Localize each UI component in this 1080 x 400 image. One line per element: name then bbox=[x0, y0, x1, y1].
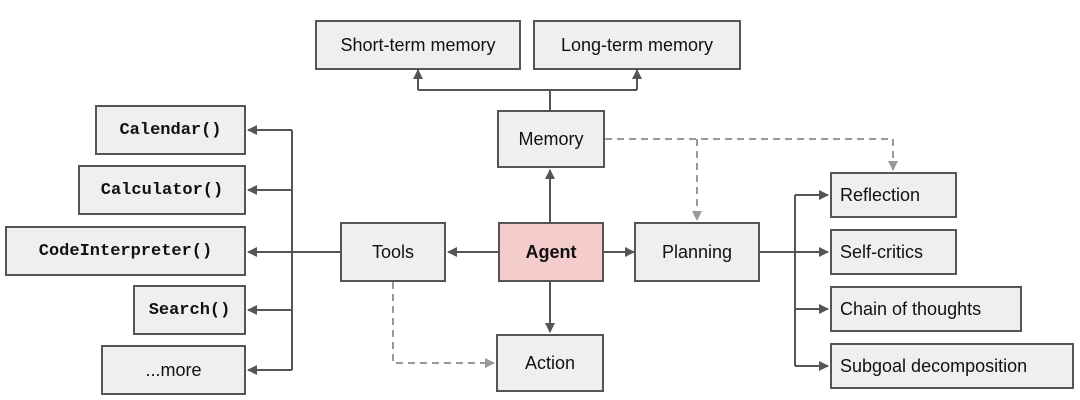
long-term-memory-node: Long-term memory bbox=[533, 20, 741, 70]
self-critics-label: Self-critics bbox=[840, 241, 924, 262]
planning-label: Planning bbox=[661, 241, 733, 262]
tool-search-label: Search() bbox=[148, 300, 231, 320]
tools-node: Tools bbox=[340, 222, 446, 282]
edge-memory-split bbox=[418, 89, 637, 110]
edge-tools-bus bbox=[291, 130, 340, 370]
tool-calendar-label: Calendar() bbox=[119, 120, 222, 140]
tool-codeinterpreter-node: CodeInterpreter() bbox=[5, 226, 246, 276]
edge-tools-action-dashed bbox=[392, 282, 495, 368]
short-term-memory-node: Short-term memory bbox=[315, 20, 521, 70]
memory-node: Memory bbox=[497, 110, 605, 168]
long-term-memory-label: Long-term memory bbox=[560, 34, 714, 55]
memory-label: Memory bbox=[518, 128, 584, 149]
tool-more-label: ...more bbox=[145, 359, 202, 380]
tool-calculator-label: Calculator() bbox=[100, 180, 224, 200]
planning-node: Planning bbox=[634, 222, 760, 282]
agent-node: Agent bbox=[498, 222, 604, 282]
subgoal-decomposition-node: Subgoal decomposition bbox=[830, 343, 1074, 389]
chain-of-thoughts-node: Chain of thoughts bbox=[830, 286, 1022, 332]
edge-planning-bus bbox=[760, 195, 796, 366]
self-critics-node: Self-critics bbox=[830, 229, 957, 275]
action-label: Action bbox=[524, 352, 576, 373]
chain-of-thoughts-label: Chain of thoughts bbox=[840, 298, 982, 319]
tools-label: Tools bbox=[371, 241, 415, 262]
reflection-label: Reflection bbox=[840, 184, 921, 205]
tool-more-node: ...more bbox=[101, 345, 246, 395]
tool-codeinterpreter-label: CodeInterpreter() bbox=[38, 241, 213, 261]
action-node: Action bbox=[496, 334, 604, 392]
agent-label: Agent bbox=[525, 241, 577, 262]
reflection-node: Reflection bbox=[830, 172, 957, 218]
tool-search-node: Search() bbox=[133, 285, 246, 335]
tool-calendar-node: Calendar() bbox=[95, 105, 246, 155]
subgoal-decomposition-label: Subgoal decomposition bbox=[840, 355, 1028, 376]
short-term-memory-label: Short-term memory bbox=[340, 34, 496, 55]
tool-calculator-node: Calculator() bbox=[78, 165, 246, 215]
